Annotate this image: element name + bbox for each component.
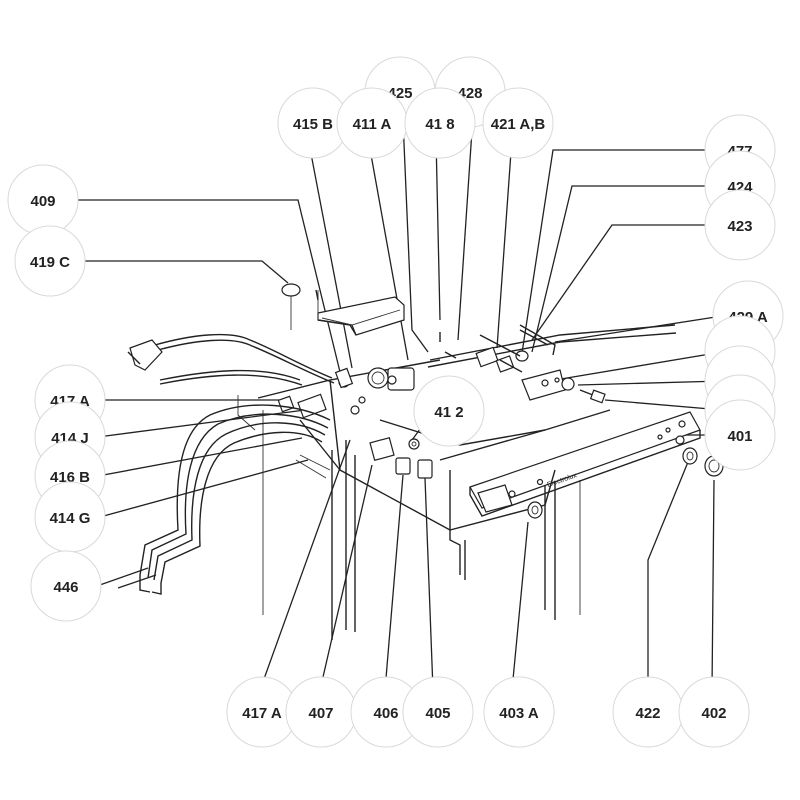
callout-403A[interactable]: 403 A xyxy=(483,676,555,748)
callout-label-407: 407 xyxy=(308,705,333,722)
callouts: 425 428 415 B 411 A 41 8 421 A,B 477 42 xyxy=(7,56,784,748)
callout-label-403A: 403 A xyxy=(499,705,539,722)
thermostat-cover xyxy=(317,296,405,336)
callout-401[interactable]: 401 xyxy=(704,399,776,471)
callout-412[interactable]: 41 2 xyxy=(413,375,485,447)
callout-label-409: 409 xyxy=(30,193,55,210)
terminal-block xyxy=(277,367,366,419)
callout-407[interactable]: 407 xyxy=(285,676,357,748)
screws xyxy=(315,289,549,359)
callout-422[interactable]: 422 xyxy=(612,676,684,748)
bottom-components xyxy=(369,436,433,479)
top-plate xyxy=(257,359,611,531)
callout-415B[interactable]: 415 B xyxy=(277,87,349,159)
callout-label-416B: 416 B xyxy=(50,469,90,486)
gas-valve xyxy=(475,324,606,404)
callout-label-401: 401 xyxy=(727,428,752,445)
callout-label-446: 446 xyxy=(53,579,78,596)
control-panel-fascia: Electrolux xyxy=(469,411,701,517)
cable-clip xyxy=(281,283,319,330)
callout-405[interactable]: 405 xyxy=(402,676,474,748)
leader-lines xyxy=(64,114,723,691)
bracket-right xyxy=(521,369,566,401)
callout-label-412: 41 2 xyxy=(434,404,463,421)
cabinet-body xyxy=(237,324,677,640)
callout-label-414G: 414 G xyxy=(50,510,91,527)
callout-414G[interactable]: 414 G xyxy=(34,481,106,553)
callout-419C[interactable]: 419 C xyxy=(14,225,86,297)
switch-block xyxy=(367,367,415,391)
callout-label-417A-bottom: 417 A xyxy=(242,705,282,722)
appliance-drawing: Electrolux xyxy=(127,283,724,640)
callout-423[interactable]: 423 xyxy=(704,189,776,261)
callout-406[interactable]: 406 xyxy=(350,676,422,748)
callout-label-402: 402 xyxy=(701,705,726,722)
callout-411A[interactable]: 411 A xyxy=(336,87,408,159)
callout-label-405: 405 xyxy=(425,705,450,722)
callout-label-418: 41 8 xyxy=(425,116,454,133)
callout-label-419C: 419 C xyxy=(30,254,70,271)
callout-label-422: 422 xyxy=(635,705,660,722)
callout-418[interactable]: 41 8 xyxy=(404,87,476,159)
callout-label-421AB: 421 A,B xyxy=(491,116,546,133)
callout-label-423: 423 xyxy=(727,218,752,235)
heating-element xyxy=(139,404,331,595)
callout-409[interactable]: 409 xyxy=(7,164,79,236)
callout-402[interactable]: 402 xyxy=(678,676,750,748)
callout-label-406: 406 xyxy=(373,705,398,722)
callout-446[interactable]: 446 xyxy=(30,550,102,622)
callout-417A-bottom[interactable]: 417 A xyxy=(226,676,298,748)
callout-label-411A: 411 A xyxy=(353,116,392,133)
callout-421AB[interactable]: 421 A,B xyxy=(482,87,554,159)
callout-label-415B: 415 B xyxy=(293,116,333,133)
power-cord xyxy=(127,333,335,386)
